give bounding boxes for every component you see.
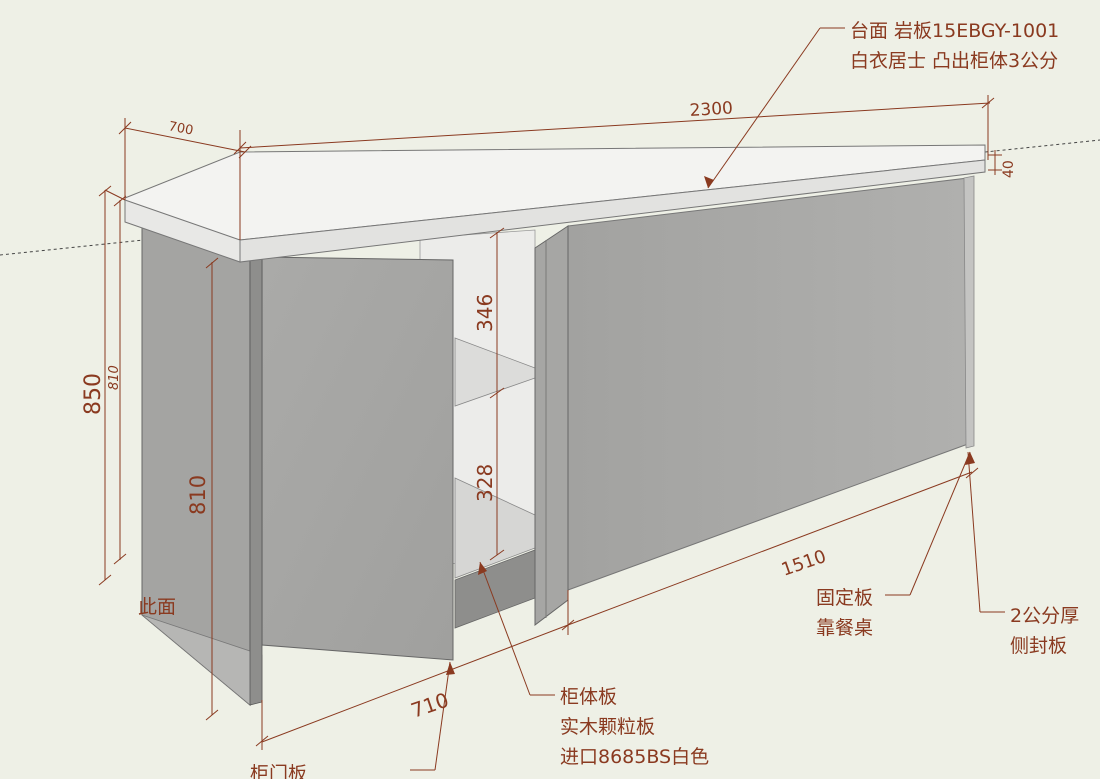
- left-face-note: 此面: [138, 596, 176, 618]
- right-open-door: [534, 225, 569, 627]
- countertop-note-line2: 白衣居士 凸出柜体3公分: [850, 50, 1058, 72]
- fixed-panel-note-line2: 靠餐桌: [816, 617, 873, 639]
- dim-cabinet-height-front: 810: [186, 475, 210, 515]
- fixed-front-panel: [567, 177, 969, 591]
- carcass-note-line2: 实木颗粒板: [560, 716, 655, 738]
- countertop-note-line1: 台面 岩板15EBGY-1001: [850, 20, 1059, 42]
- dim-lower-shelf-gap: 328: [473, 464, 497, 502]
- left-side-panel: [141, 221, 251, 707]
- dimension-lines: [98, 27, 1005, 771]
- dim-total-length: 2300: [689, 98, 733, 121]
- leader-arrows: [446, 176, 975, 675]
- left-door-edge: [249, 256, 263, 706]
- dim-cabinet-height-inner: 810: [107, 365, 122, 390]
- right-side-edge: [963, 175, 975, 449]
- carcass-note-line1: 柜体板: [560, 686, 617, 708]
- side-panel-note-line1: 2公分厚: [1010, 605, 1079, 627]
- dim-fixed-section-length: 1510: [779, 546, 829, 581]
- door-panel-note: 柜门板: [250, 763, 307, 779]
- dim-top-thickness: 40: [1001, 160, 1017, 178]
- countertop-side-edge: [124, 199, 241, 263]
- side-panel-note-line2: 侧封板: [1010, 635, 1067, 657]
- carcass-note-line3: 进口8685BS白色: [560, 746, 709, 768]
- dim-depth-top: 700: [167, 119, 194, 138]
- dim-upper-shelf-gap: 346: [473, 294, 497, 332]
- dim-door-section-length: 710: [408, 688, 452, 723]
- left-open-door: [261, 256, 454, 661]
- dim-total-height: 850: [81, 373, 106, 415]
- fixed-panel-note-line1: 固定板: [816, 587, 873, 609]
